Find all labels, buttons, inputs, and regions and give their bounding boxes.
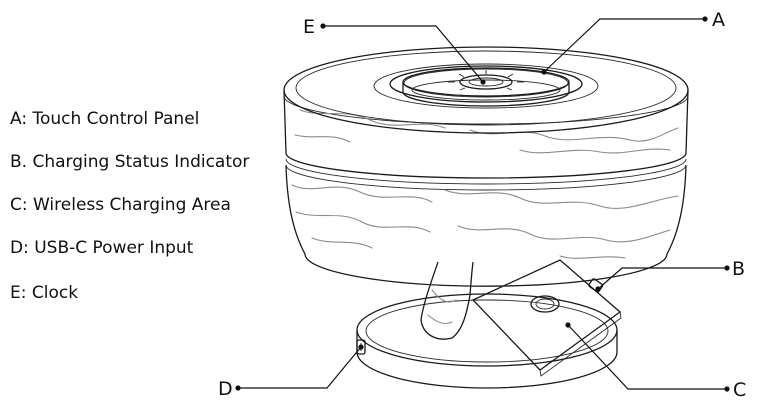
legend-item-b: B. Charging Status Indicator — [10, 152, 249, 172]
lamp-charger-illustration — [283, 46, 689, 389]
leader-line-e — [323, 25, 484, 83]
target-dot-a — [541, 69, 547, 75]
callout-e: E — [303, 16, 486, 85]
target-dot-b — [595, 286, 601, 292]
legend-item-e: E: Clock — [10, 283, 78, 303]
legend: A: Touch Control Panel B. Charging Statu… — [10, 109, 249, 303]
legend-item-a: A: Touch Control Panel — [10, 109, 199, 129]
leader-line-a — [543, 18, 705, 73]
leader-line-b — [597, 267, 727, 290]
clock-icon — [448, 70, 524, 91]
callout-letter-a: A — [712, 9, 725, 31]
callout-letter-d: D — [218, 378, 233, 400]
callout-letter-e: E — [303, 16, 315, 38]
callout-letter-c: C — [733, 379, 746, 401]
stem — [420, 261, 474, 340]
status-light-icon — [588, 278, 604, 293]
touch-panel-icon — [402, 67, 570, 107]
callout-b: B — [595, 258, 745, 292]
callout-a: A — [541, 9, 725, 75]
callout-letter-b: B — [732, 258, 745, 280]
callout-d: D — [218, 344, 364, 400]
target-dot-c — [565, 322, 571, 328]
lamp-shade — [283, 89, 689, 287]
top-cap — [283, 46, 689, 134]
target-dot-e — [480, 79, 486, 85]
leader-line-c — [567, 324, 727, 390]
legend-item-c: C: Wireless Charging Area — [10, 195, 231, 215]
base-disc — [356, 293, 618, 389]
target-dot-d — [358, 344, 364, 350]
leader-line-d — [238, 346, 362, 389]
callout-c: C — [565, 322, 746, 401]
charging-pad-icon — [471, 259, 622, 377]
legend-item-d: D: USB-C Power Input — [10, 238, 194, 258]
